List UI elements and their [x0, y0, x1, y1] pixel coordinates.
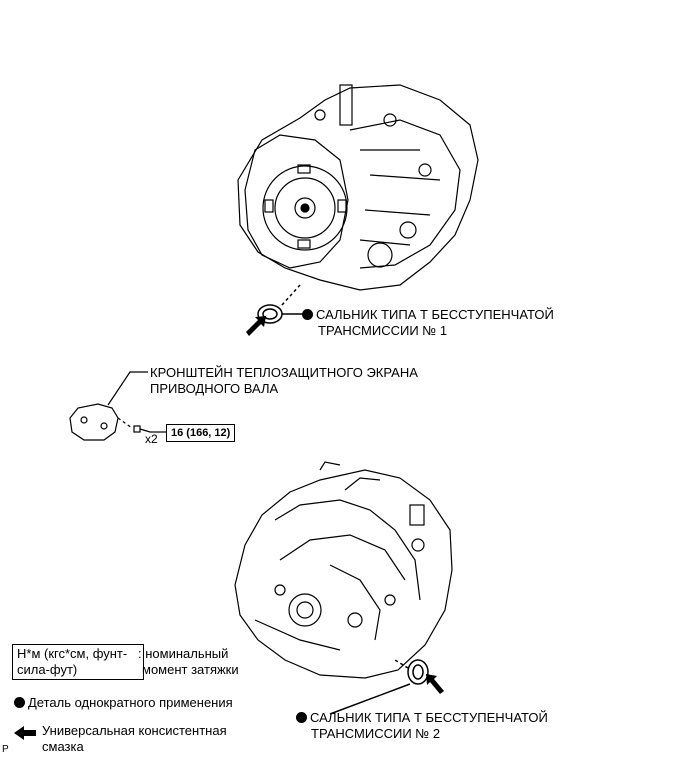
legend-single-use-text: Деталь однократного применения	[28, 695, 233, 710]
grease-arrow-1	[246, 316, 266, 336]
seal-2-drawing	[329, 659, 429, 715]
single-use-dot-icon	[14, 697, 25, 708]
legend-torque-desc-line-1: : номинальный	[138, 646, 229, 661]
legend-grease-line-1: Универсальная консистентная	[42, 723, 227, 738]
legend-grease-line-2: смазка	[42, 739, 84, 754]
bracket-drawing	[69, 371, 148, 441]
legend-torque-units-box: Н*м (кгс*см, фунт- сила-фут)	[12, 644, 144, 680]
legend-torque-units-line-1: Н*м (кгс*см, фунт-	[17, 646, 128, 661]
bracket-label-line-1: КРОНШТЕЙН ТЕПЛОЗАЩИТНОГО ЭКРАНА	[150, 365, 418, 380]
legend-torque-units-line-2: сила-фут)	[17, 662, 78, 677]
single-use-dot-icon	[296, 712, 307, 723]
grease-arrow-2	[426, 674, 444, 694]
legend-grease-arrow-icon	[14, 726, 36, 740]
bracket-label-line-2: ПРИВОДНОГО ВАЛА	[150, 381, 279, 396]
bolt-count: x2	[145, 432, 158, 446]
torque-spec-box: 16 (166, 12)	[166, 424, 236, 442]
seal-2-label: САЛЬНИК ТИПА Т БЕССТУПЕНЧАТОЙ	[296, 709, 548, 726]
legend-torque-desc-line-2: момент затяжки	[142, 662, 239, 677]
legend-single-use: Деталь однократного применения	[14, 694, 233, 711]
transaxle-top-drawing	[237, 84, 479, 291]
seal-1-line-1: САЛЬНИК ТИПА Т БЕССТУПЕНЧАТОЙ	[316, 307, 554, 322]
seal-2-line-1: САЛЬНИК ТИПА Т БЕССТУПЕНЧАТОЙ	[310, 710, 548, 725]
seal-1-label-line-2: ТРАНСМИССИИ № 1	[318, 323, 448, 338]
seal-1-drawing	[257, 284, 302, 324]
seal-2-label-line-2: ТРАНСМИССИИ № 2	[311, 726, 441, 741]
bolt-drawing	[133, 425, 166, 433]
transaxle-bottom-drawing	[234, 461, 453, 679]
seal-1-label: САЛЬНИК ТИПА Т БЕССТУПЕНЧАТОЙ	[302, 306, 554, 323]
corner-mark: P	[2, 744, 9, 755]
single-use-dot-icon	[302, 309, 313, 320]
